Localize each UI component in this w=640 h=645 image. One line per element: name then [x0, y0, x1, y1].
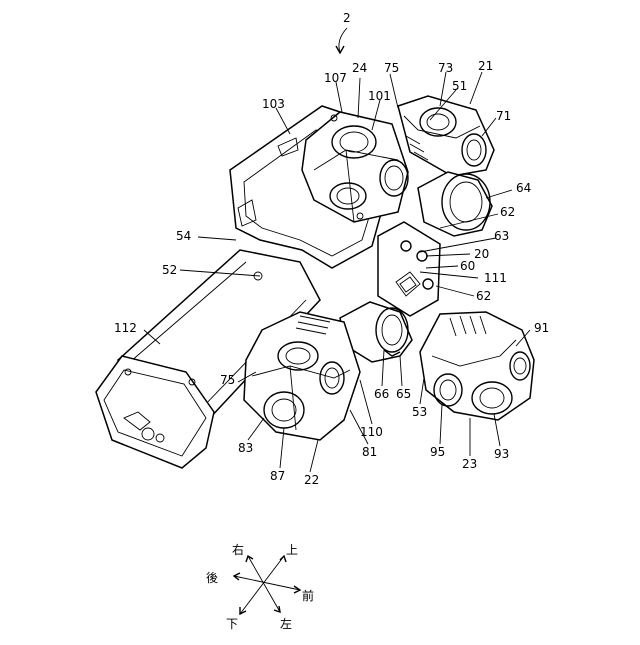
label-73: 73: [438, 61, 453, 75]
label-23: 23: [462, 457, 477, 471]
label-54: 54: [176, 229, 191, 243]
direction-front: 前: [302, 588, 314, 603]
label-87: 87: [270, 469, 285, 483]
direction-up: 上: [286, 543, 298, 557]
label-60: 60: [460, 259, 475, 273]
label-107: 107: [324, 71, 347, 85]
direction-back: 後: [206, 571, 218, 585]
cylinder-64: [418, 172, 492, 236]
direction-left: 左: [280, 616, 292, 631]
label-20: 20: [474, 247, 489, 261]
label-65: 65: [396, 387, 411, 401]
label-24: 24: [352, 61, 367, 75]
label-62-upper: 62: [500, 205, 515, 219]
label-52: 52: [162, 263, 177, 277]
label-62-lower: 62: [476, 289, 491, 303]
label-22: 22: [304, 473, 319, 487]
label-112: 112: [114, 321, 137, 335]
head-module-21: [398, 96, 494, 176]
label-71: 71: [496, 109, 511, 123]
label-51: 51: [452, 79, 467, 93]
direction-down: 下: [226, 617, 238, 631]
label-103: 103: [262, 97, 285, 111]
label-81: 81: [362, 445, 377, 459]
label-75-top: 75: [384, 61, 399, 75]
label-95: 95: [430, 445, 445, 459]
ref-main-arrowhead: [336, 46, 344, 53]
label-63: 63: [494, 229, 509, 243]
label-21: 21: [478, 59, 493, 73]
label-64: 64: [516, 181, 531, 195]
direction-indicator: 右 上 後 前 下 左: [206, 542, 314, 631]
head-module-23: [420, 312, 534, 420]
label-111: 111: [484, 271, 507, 285]
central-joint-20: [378, 222, 440, 316]
label-66: 66: [374, 387, 389, 401]
direction-right: 右: [232, 542, 244, 557]
ref-main: 2: [343, 11, 351, 25]
head-module-22: [244, 312, 360, 440]
label-83: 83: [238, 441, 253, 455]
label-91: 91: [534, 321, 549, 335]
label-93: 93: [494, 447, 509, 461]
label-53: 53: [412, 405, 427, 419]
label-110: 110: [360, 425, 383, 439]
label-75-bottom: 75: [220, 373, 235, 387]
label-101: 101: [368, 89, 391, 103]
